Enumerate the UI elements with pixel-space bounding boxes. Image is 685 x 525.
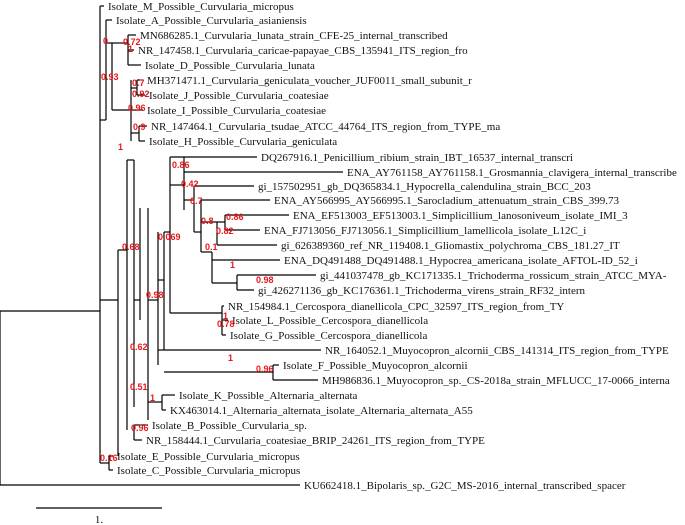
support-value: 0.069: [158, 232, 181, 242]
leaf-label: MH371471.1_Curvularia_geniculata_voucher…: [147, 75, 472, 87]
leaf-label: ENA_FJ713056_FJ713056.1_Simplicillium_la…: [264, 225, 586, 237]
leaf-label: Isolate_F_Possible_Muyocopron_alcornii: [283, 360, 468, 372]
support-value: 0.93: [101, 72, 119, 82]
leaf-label: Isolate_D_Possible_Curvularia_lunata: [145, 60, 315, 72]
leaf-label: Isolate_G_Possible_Cercospora_dianellico…: [230, 330, 427, 342]
support-value: 0.62: [130, 342, 148, 352]
leaf-label: ENA_AY566995_AY566995.1_Sarocladium_atte…: [274, 195, 620, 207]
leaf-label: DQ267916.1_Penicillium_ribium_strain_IBT…: [261, 152, 573, 164]
support-value: 0.42: [181, 179, 199, 189]
support-value: 0.96: [128, 103, 146, 113]
support-value: 1: [118, 142, 123, 152]
leaf-label: gi_441037478_gb_KC171335.1_Trichoderma_r…: [320, 270, 667, 282]
leaf-label: Isolate_A_Possible_Curvularia_asianiensi…: [116, 15, 307, 27]
leaf-label: ENA_EF513003_EF513003.1_Simplicillium_la…: [293, 210, 628, 222]
leaf-label: ENA_AY761158_AY761158.1_Grosmannia_clavi…: [347, 167, 677, 179]
leaf-label: Isolate_K_Possible_Alternaria_alternata: [179, 390, 358, 402]
leaf-label: Isolate_L_Possible_Cercospora_dianellico…: [232, 315, 428, 327]
leaf-label: Isolate_H_Possible_Curvularia_geniculata: [149, 136, 337, 148]
leaf-label: MN686285.1_Curvularia_lunata_strain_CFE-…: [140, 30, 448, 42]
leaf-label: NR_147464.1_Curvularia_tsudae_ATCC_44764…: [151, 121, 500, 133]
scale-label: 1.: [95, 514, 104, 525]
support-value: 0.72: [123, 37, 141, 47]
leaf-labels: Isolate_M_Possible_Curvularia_micropusIs…: [108, 1, 677, 492]
support-value: 0.92: [132, 89, 150, 99]
leaf-label: NR_147458.1_Curvularia_caricae-papayae_C…: [138, 45, 468, 57]
support-value: 0: [103, 36, 108, 46]
leaf-label: Isolate_I_Possible_Curvularia_coatesiae: [147, 105, 326, 117]
leaf-label: NR_154984.1_Cercospora_dianellicola_CPC_…: [228, 301, 564, 313]
support-value: 1: [230, 260, 235, 270]
leaf-label: KX463014.1_Alternaria_alternata_isolate_…: [170, 405, 473, 417]
leaf-label: MH986836.1_Muyocopron_sp._CS-2018a_strai…: [322, 375, 670, 387]
support-value: 0.51: [130, 382, 148, 392]
support-value: 0.96: [131, 423, 149, 433]
support-value: 0.16: [100, 453, 118, 463]
leaf-label: Isolate_E_Possible_Curvularia_micropus: [117, 451, 300, 463]
leaf-label: gi_626389360_ref_NR_119408.1_Gliomastix_…: [281, 240, 620, 252]
leaf-label: Isolate_J_Possible_Curvularia_coatesiae: [149, 90, 329, 102]
leaf-label: gi_157502951_gb_DQ365834.1_Hypocrella_ca…: [258, 181, 591, 193]
support-value: 0.9: [133, 122, 146, 132]
support-value: 0.86: [172, 160, 190, 170]
leaf-label: NR_158444.1_Curvularia_coatesiae_BRIP_24…: [146, 435, 485, 447]
support-value: 1: [228, 353, 233, 363]
support-value: 0.96: [256, 364, 274, 374]
support-value: 0.7: [190, 196, 203, 206]
support-value: 1: [128, 44, 133, 54]
leaf-label: Isolate_M_Possible_Curvularia_micropus: [108, 1, 294, 13]
tree-branches: [0, 5, 343, 486]
support-value: 0.68: [122, 242, 140, 252]
support-value: 0.98: [256, 275, 274, 285]
leaf-label: Isolate_B_Possible_Curvularia_sp.: [152, 420, 307, 432]
leaf-label: gi_426271136_gb_KC176361.1_Trichoderma_v…: [258, 285, 586, 297]
leaf-label: Isolate_C_Possible_Curvularia_micropus: [117, 465, 300, 477]
support-value: 0.98: [146, 290, 164, 300]
support-value: 0.82: [216, 226, 234, 236]
support-value: 0.8: [201, 216, 214, 226]
support-value: 1: [223, 311, 228, 321]
support-value: 1: [150, 393, 155, 403]
support-value: 0.86: [226, 212, 244, 222]
leaf-label: ENA_DQ491488_DQ491488.1_Hypocrea_america…: [284, 255, 638, 267]
support-value: 0.1: [205, 242, 218, 252]
leaf-label: KU662418.1_Bipolaris_sp._G2C_MS-2016_int…: [304, 480, 626, 492]
leaf-label: NR_164052.1_Muyocopron_alcornii_CBS_1413…: [325, 345, 669, 357]
support-value: 0.78: [217, 319, 235, 329]
support-value: 0.7: [132, 78, 145, 88]
